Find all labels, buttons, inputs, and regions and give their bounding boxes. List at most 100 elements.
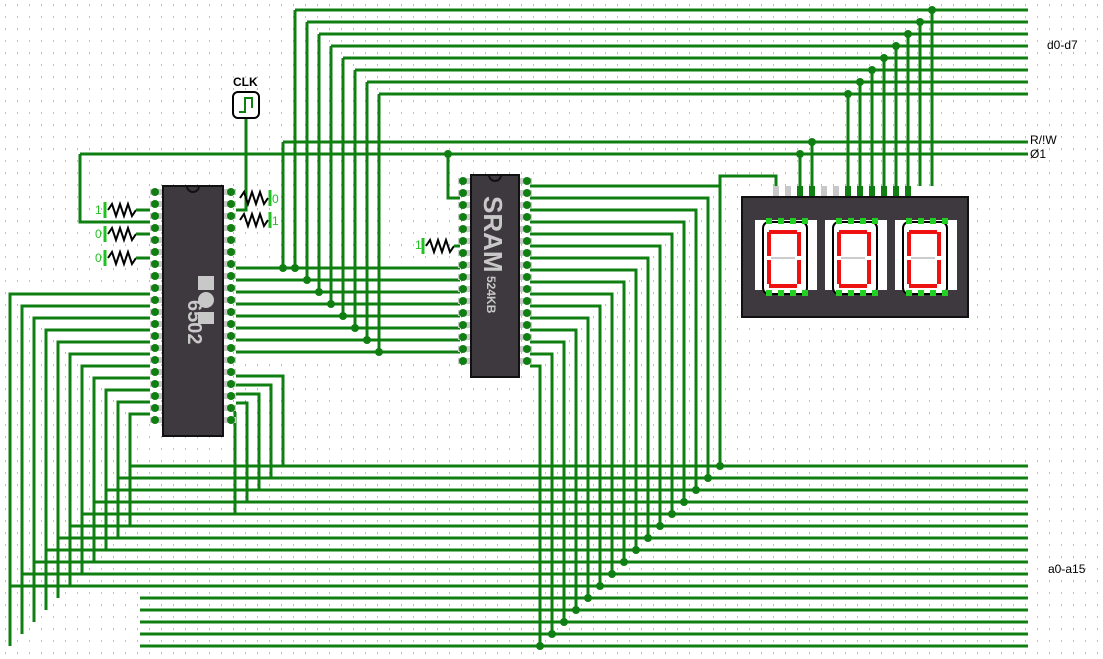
- pin: [778, 290, 784, 296]
- wire[interactable]: [78, 154, 150, 224]
- wire[interactable]: [530, 364, 542, 646]
- wire[interactable]: [530, 220, 686, 502]
- junction: [227, 368, 235, 376]
- wire[interactable]: [530, 208, 698, 490]
- segment-off: [771, 257, 795, 259]
- wire[interactable]: [80, 364, 150, 574]
- wire[interactable]: [530, 184, 722, 466]
- wire[interactable]: [530, 328, 578, 610]
- pin[interactable]: [785, 186, 791, 196]
- wire[interactable]: [116, 400, 150, 538]
- pin[interactable]: [881, 186, 887, 196]
- pin[interactable]: [773, 186, 779, 196]
- wire[interactable]: [233, 410, 237, 514]
- wire[interactable]: [20, 304, 150, 634]
- junction: [523, 357, 531, 365]
- wire[interactable]: [530, 316, 590, 598]
- resistor-icon: [107, 248, 137, 268]
- pin: [790, 218, 796, 224]
- segment-off: [911, 257, 935, 259]
- wire[interactable]: [236, 117, 248, 212]
- wire[interactable]: [446, 154, 460, 200]
- constant[interactable]: 1: [415, 238, 422, 252]
- junction: [151, 248, 159, 256]
- junction: [279, 264, 287, 272]
- junction: [151, 416, 159, 424]
- junction: [151, 320, 159, 328]
- cpu-6502-chip[interactable]: [162, 185, 224, 437]
- junction: [151, 308, 159, 316]
- pin: [906, 218, 912, 224]
- constant[interactable]: 0: [95, 251, 102, 265]
- wire[interactable]: [530, 292, 614, 574]
- wire[interactable]: [530, 256, 650, 538]
- junction: [892, 42, 900, 50]
- junction: [227, 224, 235, 232]
- junction: [459, 285, 467, 293]
- junction: [151, 236, 159, 244]
- junction: [227, 356, 235, 364]
- pin[interactable]: [797, 186, 803, 196]
- junction: [227, 236, 235, 244]
- wire[interactable]: [530, 268, 638, 550]
- segment-on: [909, 230, 937, 234]
- wire[interactable]: [104, 388, 150, 550]
- pin[interactable]: [845, 186, 851, 196]
- junction: [523, 201, 531, 209]
- constant[interactable]: 0: [272, 192, 279, 206]
- wire[interactable]: [236, 401, 249, 502]
- constant[interactable]: 1: [272, 214, 279, 228]
- junction: [548, 630, 556, 638]
- pin: [836, 290, 842, 296]
- junction: [459, 321, 467, 329]
- pin[interactable]: [905, 186, 911, 196]
- junction: [560, 618, 568, 626]
- wire[interactable]: [236, 82, 369, 342]
- junction: [227, 392, 235, 400]
- wire[interactable]: [236, 392, 261, 490]
- pin[interactable]: [833, 186, 839, 196]
- pin: [872, 290, 878, 296]
- junction: [668, 510, 676, 518]
- wire[interactable]: [8, 292, 150, 646]
- junction: [459, 213, 467, 221]
- wire[interactable]: [44, 328, 150, 610]
- wire[interactable]: [530, 280, 626, 562]
- wire[interactable]: [530, 244, 662, 526]
- wire[interactable]: [128, 412, 150, 526]
- segment-on: [767, 232, 771, 256]
- resistor-icon: [239, 188, 269, 208]
- junction: [151, 284, 159, 292]
- wire[interactable]: [56, 340, 150, 598]
- segment-on: [839, 230, 867, 234]
- wire[interactable]: [530, 196, 710, 478]
- pin[interactable]: [869, 186, 875, 196]
- pin[interactable]: [809, 186, 815, 196]
- pin[interactable]: [857, 186, 863, 196]
- resistor-icon: [239, 210, 269, 230]
- wire[interactable]: [718, 174, 778, 186]
- wire[interactable]: [236, 374, 285, 466]
- clock-wave-icon: [239, 97, 253, 113]
- pin: [930, 218, 936, 224]
- junction: [227, 212, 235, 220]
- wire[interactable]: [68, 352, 150, 586]
- junction: [151, 380, 159, 388]
- constant[interactable]: 0: [95, 227, 102, 241]
- wire[interactable]: [32, 316, 150, 622]
- pin[interactable]: [893, 186, 899, 196]
- wire[interactable]: [530, 352, 554, 634]
- wire[interactable]: [530, 304, 602, 586]
- pin[interactable]: [821, 186, 827, 196]
- sram-chip[interactable]: [470, 174, 520, 378]
- constant[interactable]: 1: [95, 203, 102, 217]
- wire[interactable]: [92, 376, 150, 562]
- segment-on: [767, 260, 771, 284]
- wire[interactable]: [530, 340, 566, 622]
- wire[interactable]: [236, 383, 273, 478]
- wire[interactable]: [530, 232, 674, 514]
- segment-on: [937, 260, 941, 284]
- junction: [523, 285, 531, 293]
